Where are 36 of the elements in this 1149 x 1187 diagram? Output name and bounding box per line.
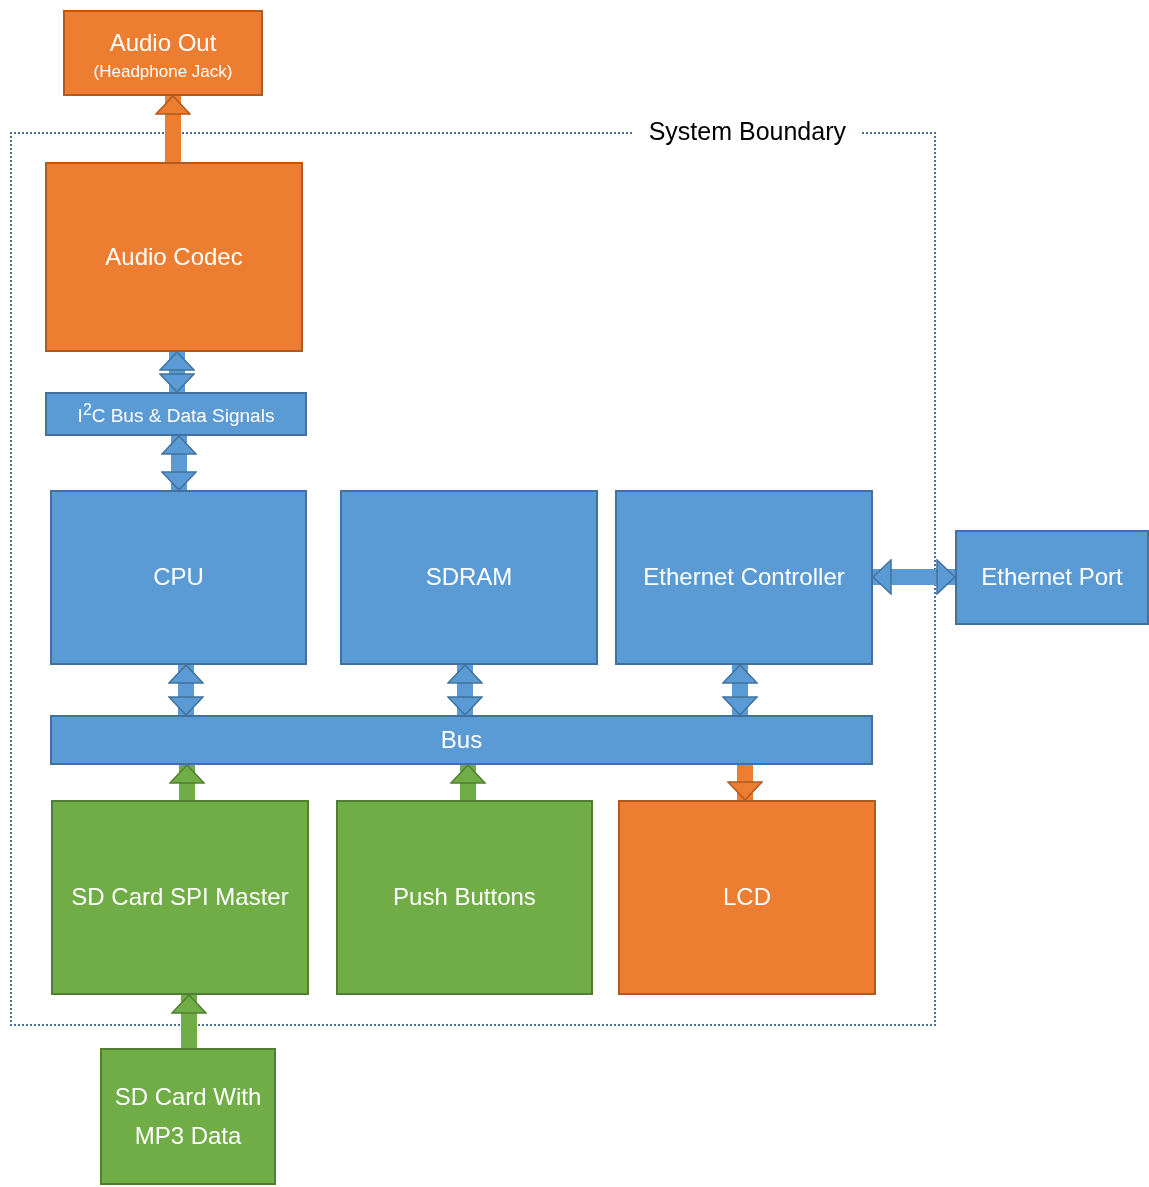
node-label: SD Card With MP3 Data bbox=[113, 1082, 263, 1151]
double-arrow bbox=[159, 351, 195, 393]
node-label: Ethernet Controller bbox=[642, 562, 846, 593]
node-label: SDRAM bbox=[424, 562, 514, 593]
process-box bbox=[100, 1048, 276, 1185]
process-box bbox=[51, 800, 309, 995]
subtitle-text: (Headphone Jack) bbox=[93, 62, 233, 83]
node-label: LCD bbox=[722, 882, 772, 913]
arrow bbox=[171, 994, 207, 1048]
double-arrow bbox=[447, 664, 483, 716]
node-label: I$^{2}$C Bus & Data Signals bbox=[76, 399, 276, 428]
arrow bbox=[155, 95, 191, 162]
arrow bbox=[450, 764, 486, 800]
double-arrow bbox=[872, 559, 956, 595]
double-arrow bbox=[722, 664, 758, 716]
node-label: Push Buttons bbox=[392, 882, 537, 913]
node-label: Bus bbox=[439, 724, 484, 755]
node-label: Audio Out bbox=[108, 27, 218, 58]
double-arrow bbox=[161, 435, 197, 491]
process-box bbox=[50, 490, 307, 665]
node-label: Ethernet Port bbox=[980, 562, 1124, 593]
node-label: Audio Codec bbox=[104, 241, 244, 272]
process-box bbox=[45, 392, 307, 436]
process-box bbox=[50, 715, 873, 765]
process-box bbox=[336, 800, 593, 995]
process-box bbox=[45, 162, 303, 352]
process-box bbox=[63, 10, 263, 96]
arrow bbox=[169, 764, 205, 800]
process-box bbox=[615, 490, 873, 665]
process-box bbox=[618, 800, 876, 995]
process-box bbox=[340, 490, 598, 665]
node-label: SD Card SPI Master bbox=[70, 882, 290, 913]
process-box bbox=[955, 530, 1149, 625]
arrow bbox=[727, 765, 763, 801]
double-arrow bbox=[168, 664, 204, 716]
node-label: CPU bbox=[152, 562, 205, 593]
